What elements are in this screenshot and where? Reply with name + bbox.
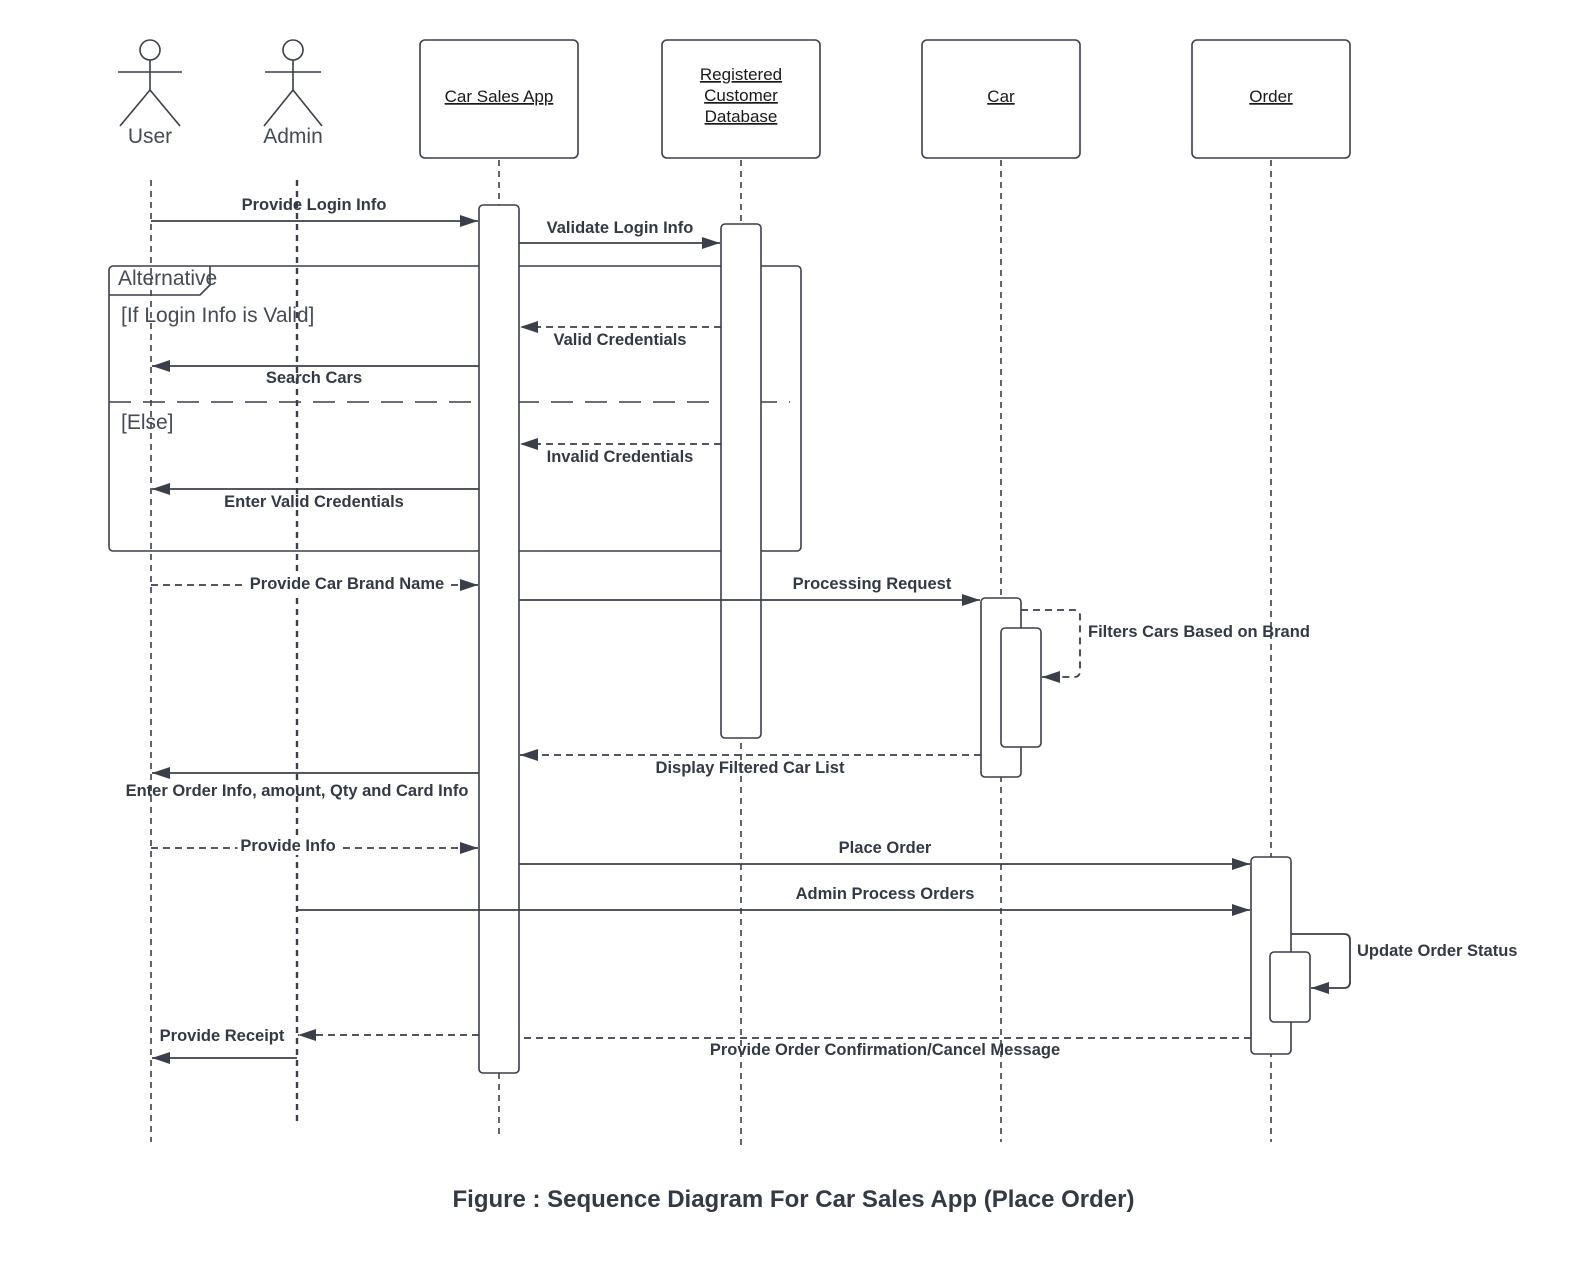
msg-enter-order-label: Enter Order Info, amount, Qty and Card I… — [126, 782, 469, 800]
db-box-title-line3: Database — [705, 107, 778, 126]
msg-filters-cars-label: Filters Cars Based on Brand — [1088, 623, 1310, 641]
alt-fragment-label: Alternative — [118, 267, 217, 290]
msg-display-filtered-label: Display Filtered Car List — [656, 759, 845, 777]
guard-else: [Else] — [121, 411, 174, 434]
order-box — [1191, 39, 1351, 159]
app-box-title: Car Sales App — [445, 87, 554, 106]
db-box — [661, 39, 821, 159]
app-box — [419, 39, 579, 159]
alt-fragment — [108, 265, 802, 552]
msg-provide-info-label: Provide Info — [240, 837, 335, 855]
db-box-title-line1: Registered — [700, 65, 782, 84]
db-activation — [720, 223, 762, 739]
user-actor-label: User — [128, 125, 172, 148]
admin-actor — [263, 39, 323, 127]
msg-search-cars-label: Search Cars — [266, 369, 362, 387]
guard-if: [If Login Info is Valid] — [121, 304, 314, 327]
user-actor — [118, 39, 182, 127]
msg-enter-valid-label: Enter Valid Credentials — [224, 493, 404, 511]
msg-admin-process-label: Admin Process Orders — [796, 885, 975, 903]
msg-filters-cars-arrow — [1021, 609, 1081, 683]
car-box-title: Car — [987, 87, 1015, 106]
msg-receipt-label: Provide Receipt — [160, 1027, 285, 1045]
msg-update-status-label: Update Order Status — [1357, 942, 1517, 960]
msg-place-order-label: Place Order — [839, 839, 932, 857]
msg-provide-login-label: Provide Login Info — [242, 196, 387, 214]
msg-invalid-cred-label: Invalid Credentials — [547, 448, 694, 466]
order-nested-activation — [1269, 951, 1311, 1023]
car-box — [921, 39, 1081, 159]
app-activation — [478, 204, 520, 1074]
car-nested-activation — [1000, 627, 1042, 748]
admin-actor-label: Admin — [263, 125, 323, 148]
msg-order-confirm-label: Provide Order Confirmation/Cancel Messag… — [710, 1041, 1060, 1059]
msg-processing-label: Processing Request — [793, 575, 952, 593]
order-box-title: Order — [1249, 87, 1293, 106]
msg-valid-cred-label: Valid Credentials — [554, 331, 687, 349]
msg-validate-login-label: Validate Login Info — [547, 219, 694, 237]
msg-update-status-arrow — [1291, 933, 1351, 994]
db-box-title-line2: Customer — [704, 86, 778, 105]
figure-caption: Figure : Sequence Diagram For Car Sales … — [452, 1186, 1135, 1213]
msg-provide-brand-label: Provide Car Brand Name — [250, 575, 444, 593]
